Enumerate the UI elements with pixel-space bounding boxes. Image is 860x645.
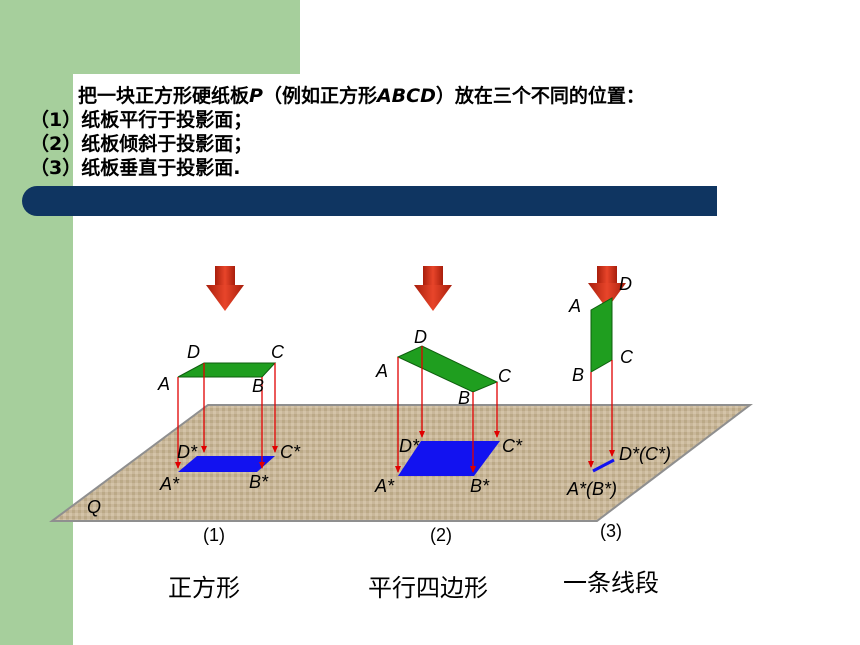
figure-caption: 正方形: [168, 574, 240, 602]
cardboard-tilted: [396, 345, 499, 393]
vertex-label: C*: [502, 436, 523, 456]
vertex-label: C: [620, 347, 634, 367]
vertex-label: C: [271, 342, 285, 362]
vertex-label: A*: [374, 476, 395, 496]
figure-1: D C A B D* C* A* B* (1) 正方形: [157, 342, 301, 602]
figure-3: D A C B D*(C*) A*(B*) (3) 一条线段: [563, 274, 671, 597]
intro-text-part: （例如正方形: [262, 85, 377, 107]
vertex-label: A: [157, 374, 170, 394]
projection-segment: [592, 458, 615, 473]
plane-label: Q: [87, 497, 101, 517]
vertex-label: A: [375, 361, 388, 381]
left-decor-band: [0, 0, 73, 645]
vertex-label: B: [458, 388, 470, 408]
intro-line-1: （1）纸板平行于投影面；: [30, 109, 253, 131]
vertex-label: D*: [399, 436, 420, 456]
intro-line-3: （3）纸板垂直于投影面.: [30, 157, 241, 179]
figure-caption: 平行四边形: [368, 574, 488, 602]
arrow-icon: [414, 266, 452, 311]
vertex-label: D: [187, 342, 200, 362]
vertex-label: D*(C*): [619, 444, 671, 464]
vertex-label: B: [252, 376, 264, 396]
arrow-icon: [206, 266, 244, 311]
vertex-label: D: [414, 327, 427, 347]
vertex-label: C: [498, 366, 512, 386]
intro-text-part: ）放在三个不同的位置：: [435, 85, 645, 107]
projection-square: [178, 456, 275, 472]
vertex-label: D*: [177, 442, 198, 462]
figure-number: (3): [600, 521, 622, 541]
header-bar: [22, 186, 717, 216]
intro-line-2: （2）纸板倾斜于投影面；: [30, 133, 253, 155]
arrow-icon: [588, 266, 626, 309]
vertex-label: A*: [159, 474, 180, 494]
vertex-label: A*(B*): [566, 479, 617, 499]
cardboard-vertical: [590, 297, 613, 373]
intro-var-abcd: ABCD: [376, 85, 436, 107]
figure-number: (1): [203, 525, 225, 545]
cardboard-square: [177, 362, 277, 378]
intro-text-part: 把一块正方形硬纸板: [78, 85, 250, 107]
figure-number: (2): [430, 525, 452, 545]
vertex-label: A: [568, 296, 581, 316]
vertex-label: C*: [280, 442, 301, 462]
figure-2: D A C B D* C* A* B* (2) 平行四边形: [368, 327, 523, 602]
vertex-label: D: [619, 274, 632, 294]
projection-plane: [48, 404, 753, 522]
top-decor-block: [0, 0, 300, 74]
intro-var-p: P: [249, 85, 263, 107]
vertex-label: B*: [249, 472, 269, 492]
vertex-label: B*: [470, 476, 490, 496]
intro-line-0: 把一块正方形硬纸板P（例如正方形ABCD）放在三个不同的位置：: [30, 84, 645, 108]
intro-text: 把一块正方形硬纸板P（例如正方形ABCD）放在三个不同的位置： （1）纸板平行于…: [30, 84, 645, 180]
figure-caption: 一条线段: [563, 569, 659, 597]
vertex-label: B: [572, 365, 584, 385]
